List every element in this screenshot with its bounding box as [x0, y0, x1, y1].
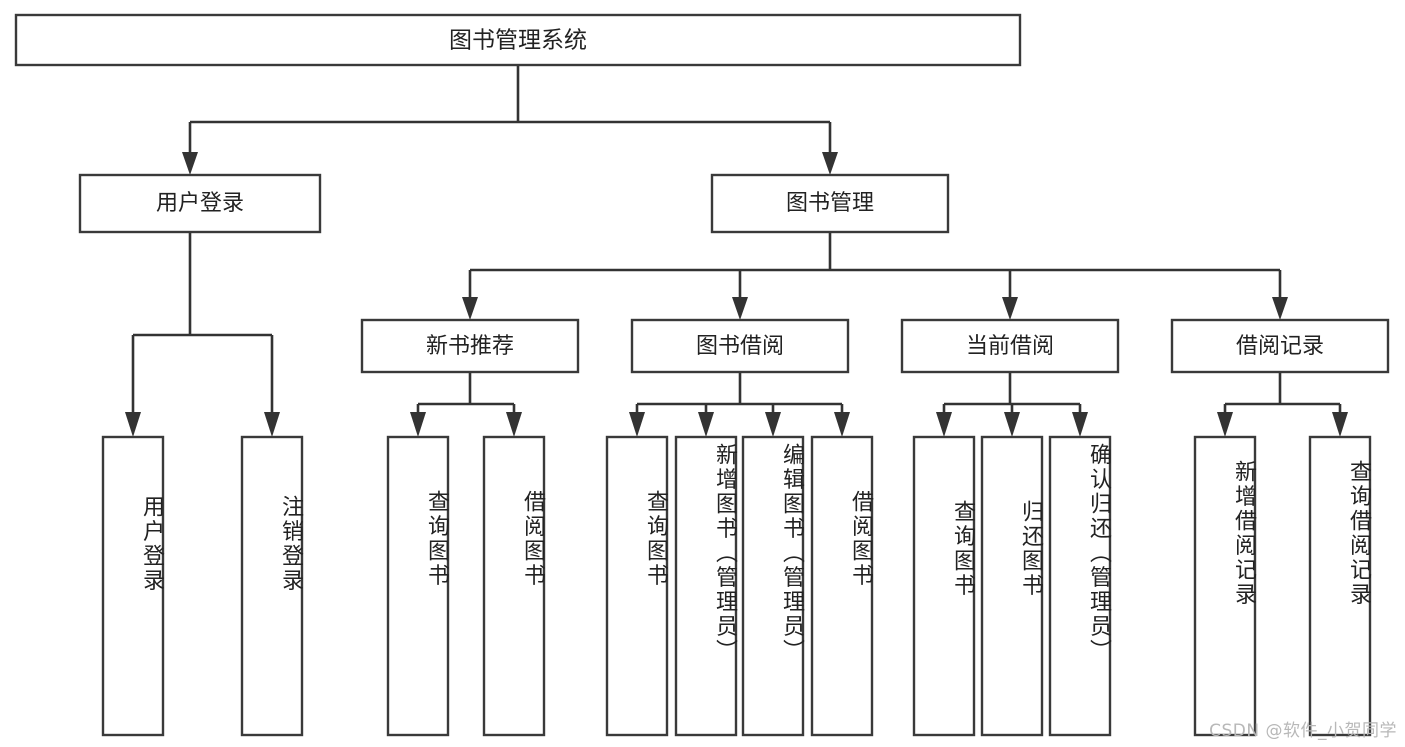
node-leaf-query-book-3[interactable]	[912, 435, 976, 737]
node-leaf-logout[interactable]	[240, 435, 304, 737]
node-root-system[interactable]	[14, 13, 1022, 67]
arrowhead-l4-13	[1332, 412, 1348, 437]
arrowhead-l3-1	[462, 297, 478, 320]
arrowhead-l4-2	[264, 412, 280, 437]
watermark-text: CSDN @软件_小贺同学	[1209, 721, 1397, 741]
node-new-book-recommend-label: 新书推荐	[426, 334, 514, 359]
arrowhead-l4-7	[765, 412, 781, 437]
node-book-management[interactable]	[710, 173, 950, 234]
arrowhead-l4-10	[1004, 412, 1020, 437]
arrowhead-l4-4	[506, 412, 522, 437]
node-current-borrow-label: 当前借阅	[966, 334, 1054, 359]
node-leaf-add-book-admin[interactable]	[674, 435, 738, 737]
arrowhead-l4-8	[834, 412, 850, 437]
arrowhead-l4-11	[1072, 412, 1088, 437]
arrowhead-l4-1	[125, 412, 141, 437]
arrowhead-l3-2	[732, 297, 748, 320]
arrowhead-l4-12	[1217, 412, 1233, 437]
node-borrow-record[interactable]	[1170, 318, 1390, 374]
node-leaf-return-book[interactable]	[980, 435, 1044, 737]
arrowhead-l4-6	[698, 412, 714, 437]
node-layer: 图书管理系统 用户登录 图书管理 新书推荐 图书借阅 当前借阅 借阅记录	[14, 13, 1390, 737]
node-leaf-query-book-1[interactable]	[386, 435, 450, 737]
connector-layer	[125, 65, 1348, 437]
node-leaf-user-login[interactable]	[101, 435, 165, 737]
node-leaf-edit-book-admin[interactable]	[741, 435, 805, 737]
node-leaf-add-borrow-record[interactable]	[1193, 435, 1257, 737]
node-user-login[interactable]	[78, 173, 322, 234]
node-book-borrow-label: 图书借阅	[696, 334, 784, 359]
node-leaf-query-borrow-record[interactable]	[1308, 435, 1372, 737]
node-leaf-query-book-2[interactable]	[605, 435, 669, 737]
arrowhead-book-mgmt	[822, 152, 838, 175]
node-root-system-label: 图书管理系统	[449, 28, 587, 54]
node-user-login-label: 用户登录	[156, 191, 244, 216]
node-leaf-confirm-return-admin[interactable]	[1048, 435, 1112, 737]
arrowhead-user-login	[182, 152, 198, 175]
arrowhead-l3-3	[1002, 297, 1018, 320]
node-book-management-label: 图书管理	[786, 191, 874, 216]
node-new-book-recommend[interactable]	[360, 318, 580, 374]
arrowhead-l4-9	[936, 412, 952, 437]
node-current-borrow[interactable]	[900, 318, 1120, 374]
node-leaf-borrow-book-1[interactable]	[482, 435, 546, 737]
node-borrow-record-label: 借阅记录	[1236, 334, 1324, 359]
arrowhead-l3-4	[1272, 297, 1288, 320]
node-leaf-borrow-book-2[interactable]	[810, 435, 874, 737]
arrowhead-l4-3	[410, 412, 426, 437]
arrowhead-l4-5	[629, 412, 645, 437]
node-book-borrow[interactable]	[630, 318, 850, 374]
